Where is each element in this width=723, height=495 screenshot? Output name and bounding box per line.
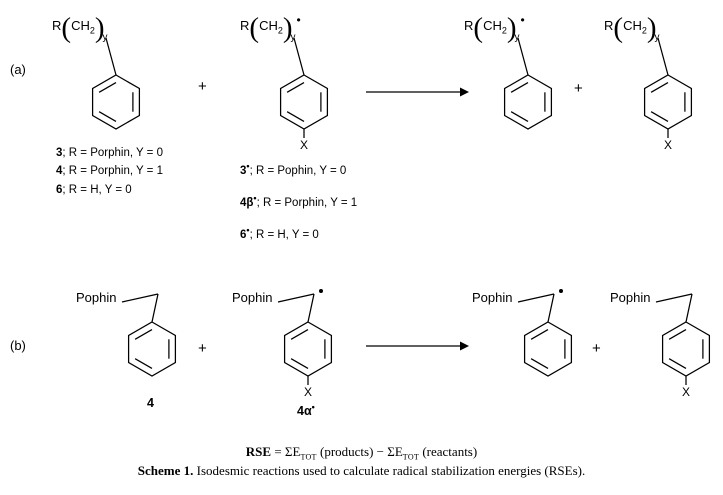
pophin-label: Pophin xyxy=(232,290,273,305)
chain-formula: R(CH2)y xyxy=(52,12,108,44)
ch-label: CH xyxy=(71,18,90,33)
phenyl-drawing xyxy=(503,37,553,130)
scheme-caption: Scheme 1. Isodesmic reactions used to ca… xyxy=(137,463,586,478)
bond xyxy=(655,293,693,303)
chain-formula: R(CH2)y• xyxy=(240,12,301,44)
pophin-label: Pophin xyxy=(76,290,117,305)
rse-equation: RSE = ΣETOT (products) − ΣETOT (reactant… xyxy=(245,444,478,462)
structure-a1: R(CH2)y xyxy=(52,12,172,130)
radical-dot: • xyxy=(296,13,301,27)
structure-a2: R(CH2)y• X xyxy=(240,12,360,152)
plus-sign: + xyxy=(198,78,207,95)
label-line: 6•; R = H, Y = 0 xyxy=(240,224,319,241)
benzene-ring xyxy=(283,321,333,377)
chain-formula: R(CH2)y xyxy=(604,12,660,44)
structure-a1-labels: 3; R = Porphin, Y = 0 4; R = Porphin, Y … xyxy=(56,142,163,197)
phenyl-drawing xyxy=(91,37,141,130)
bond xyxy=(277,293,315,303)
benzene-ring xyxy=(127,321,177,377)
structure-a2-labels: 3•; R = Pophin, Y = 0 4β•; R = Porphin, … xyxy=(240,160,357,255)
aryl-x-drawing: X xyxy=(279,37,329,152)
benzyl-radical-drawing xyxy=(517,289,573,377)
benzene-ring xyxy=(523,321,573,377)
close-paren: ) xyxy=(506,12,517,44)
bond xyxy=(307,293,315,323)
label-line: 4; R = Porphin, Y = 1 xyxy=(56,165,163,178)
plus-sign: + xyxy=(574,80,583,97)
pophin-label: Pophin xyxy=(472,290,513,305)
subscript-2: 2 xyxy=(501,25,507,36)
subscript-y: y xyxy=(290,32,296,43)
ch-label: CH xyxy=(623,18,642,33)
bond xyxy=(151,293,159,323)
radical-dot xyxy=(319,289,323,293)
benzyl-radical-x-drawing: X xyxy=(277,289,333,399)
structure-b1-label: 4 xyxy=(147,396,154,411)
x-substituent-label: X xyxy=(664,138,672,152)
close-paren: ) xyxy=(282,12,293,44)
ch-label: CH xyxy=(259,18,278,33)
subscript-2: 2 xyxy=(641,25,647,36)
structure-a4: R(CH2)y X xyxy=(604,12,719,152)
plus-sign: + xyxy=(592,340,601,357)
bond xyxy=(293,37,305,76)
benzyl-x-drawing: X xyxy=(655,293,711,399)
subscript-2: 2 xyxy=(277,25,283,36)
arrow-head xyxy=(460,341,469,351)
bond xyxy=(685,293,693,323)
bond xyxy=(105,37,117,76)
open-paren: ( xyxy=(473,12,484,44)
subscript-y: y xyxy=(102,32,108,43)
subscript-y: y xyxy=(654,32,660,43)
bond xyxy=(121,293,159,303)
x-substituent-label: X xyxy=(304,385,312,399)
r-group-label: R xyxy=(240,18,250,33)
x-substituent-label: X xyxy=(300,138,308,152)
bond xyxy=(547,293,555,323)
label-line: 3•; R = Pophin, Y = 0 xyxy=(240,161,347,177)
r-group-label: R xyxy=(464,18,474,33)
bond xyxy=(517,37,529,76)
reaction-arrow xyxy=(366,87,469,97)
reaction-arrow xyxy=(366,341,469,351)
r-group-label: R xyxy=(52,18,62,33)
subscript-y: y xyxy=(514,32,520,43)
aryl-x-drawing: X xyxy=(643,37,693,152)
ch-label: CH xyxy=(483,18,502,33)
open-paren: ( xyxy=(61,12,72,44)
bond xyxy=(657,37,669,76)
close-paren: ) xyxy=(646,12,657,44)
arrow-head xyxy=(460,87,469,97)
open-paren: ( xyxy=(249,12,260,44)
chain-formula: R(CH2)y• xyxy=(464,12,525,44)
plus-sign: + xyxy=(198,340,207,357)
radical-dot: • xyxy=(520,13,525,27)
radical-dot xyxy=(559,289,563,293)
r-group-label: R xyxy=(604,18,614,33)
subscript-2: 2 xyxy=(89,25,95,36)
benzene-ring xyxy=(643,74,693,130)
open-paren: ( xyxy=(613,12,624,44)
benzene-ring xyxy=(503,74,553,130)
structure-a3: R(CH2)y• xyxy=(464,12,574,130)
label-line: 4β•; R = Porphin, Y = 1 xyxy=(240,192,358,209)
bond xyxy=(517,293,555,303)
structure-b2-label: 4α• xyxy=(297,402,315,419)
label-line: 6; R = H, Y = 0 xyxy=(56,183,132,196)
panel-b-label: (b) xyxy=(10,338,26,353)
benzene-ring xyxy=(91,74,141,130)
benzene-ring xyxy=(661,321,711,377)
panel-a-label: (a) xyxy=(10,62,26,77)
close-paren: ) xyxy=(94,12,105,44)
benzene-ring xyxy=(279,74,329,130)
pophin-label: Pophin xyxy=(610,290,651,305)
benzyl-drawing xyxy=(121,293,177,377)
label-line: 3; R = Porphin, Y = 0 xyxy=(56,146,163,159)
x-substituent-label: X xyxy=(682,385,690,399)
